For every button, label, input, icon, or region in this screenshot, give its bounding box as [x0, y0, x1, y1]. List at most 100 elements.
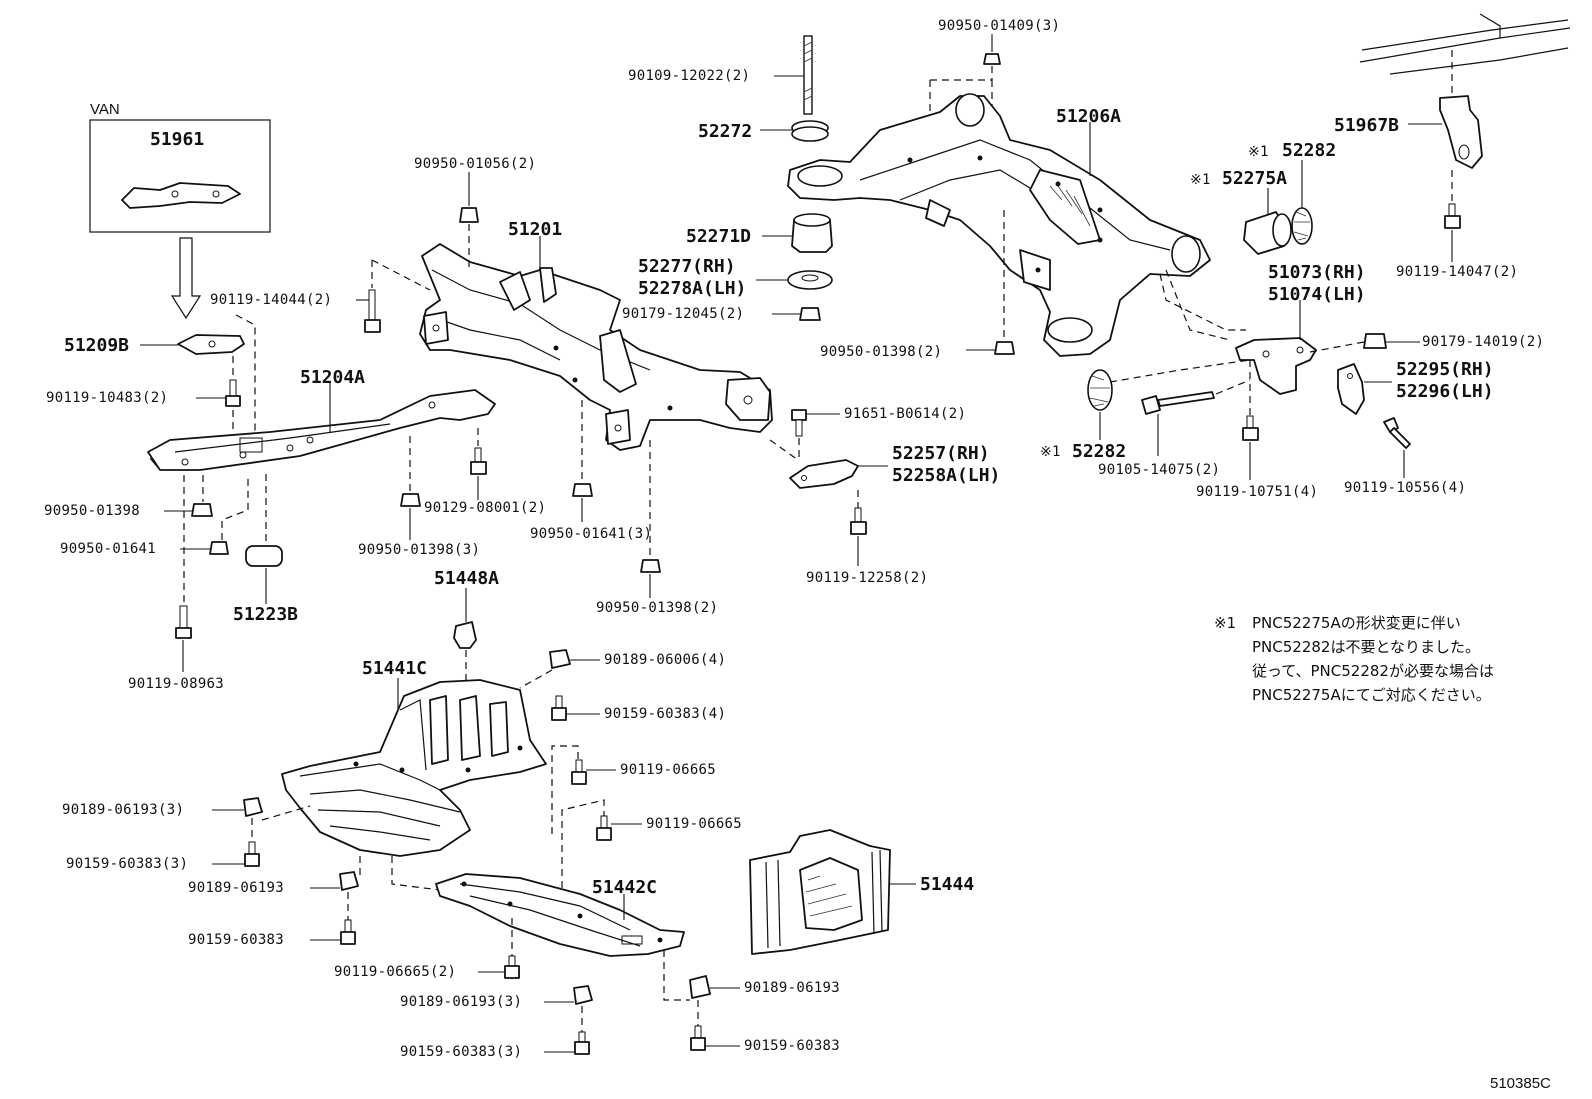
nut-90950-01398-a: 90950-01398: [44, 503, 213, 519]
ref-mark-52282-top: ※1: [1248, 144, 1269, 160]
part-52282-bot: ※1 52282: [1040, 359, 1251, 462]
van-label: VAN: [90, 101, 120, 118]
nut-90950-01641-3: 90950-01641(3): [530, 400, 652, 542]
part-52271d-label: 52271D: [686, 226, 751, 247]
van-inset: VAN 51961: [89, 101, 271, 320]
part-51073-51074: 51073(RH) 51074(LH): [1159, 262, 1366, 395]
screw-90159-60383-a-label: 90159-60383: [188, 932, 284, 948]
part-51201: 51201: [419, 219, 773, 451]
part-51223b-label: 51223B: [233, 604, 298, 625]
clip-90189-06193-3a-label: 90189-06193(3): [62, 802, 184, 818]
screw-90159-60383-4: 90159-60383(4): [551, 695, 726, 722]
part-51441c: 51441C: [281, 658, 547, 857]
bolt-90129-08001: 90129-08001(2): [424, 428, 546, 516]
note-line-4: PNC52275Aにてご対応ください。: [1252, 686, 1491, 704]
note-line-2: PNC52282は不要となりました。: [1252, 638, 1480, 656]
bolt-90119-12258-label: 90119-12258(2): [806, 570, 928, 586]
part-51961-label: 51961: [150, 129, 204, 150]
part-52278a-label: 52278A(LH): [638, 278, 746, 299]
part-51204a-label: 51204A: [300, 367, 365, 388]
part-52272: 52272: [698, 120, 829, 142]
part-52277-label: 52277(RH): [638, 256, 736, 277]
part-51209b: 51209B: [64, 334, 245, 356]
nut-90950-01398-2b: 90950-01398(2): [596, 440, 718, 616]
nut-90950-01641-a-label: 90950-01641: [60, 541, 156, 557]
bolt-90119-10751: 90119-10751(4): [1196, 360, 1318, 500]
nut-90950-01641-a: 90950-01641: [60, 541, 229, 557]
screw-90159-60383-3a: 90159-60383(3): [66, 818, 260, 872]
part-51448a-label: 51448A: [434, 568, 499, 589]
part-52272-label: 52272: [698, 121, 752, 142]
clip-90189-06193-3b-label: 90189-06193(3): [400, 994, 522, 1010]
part-52275a-label: 52275A: [1222, 168, 1287, 189]
bolt-90119-06665-b: 90119-06665: [561, 799, 742, 900]
nut-90179-12045-label: 90179-12045(2): [622, 306, 744, 322]
part-51223b: 51223B: [233, 545, 298, 625]
nut-90950-01398-3: 90950-01398(3): [358, 436, 480, 558]
part-51204a: 51204A: [147, 367, 496, 471]
bolt-90119-14047-label: 90119-14047(2): [1396, 264, 1518, 280]
bolt-90119-12258: 90119-12258(2): [806, 490, 928, 586]
ref-mark-52275a: ※1: [1190, 172, 1211, 188]
screw-90159-60383-4-label: 90159-60383(4): [604, 706, 726, 722]
screw-90159-60383-a: 90159-60383: [188, 892, 356, 948]
note-marker: ※1: [1214, 614, 1236, 632]
bolt-90105-14075: 90105-14075(2): [1098, 379, 1251, 478]
screw-90159-60383-3b-label: 90159-60383(3): [400, 1044, 522, 1060]
part-51206a-label: 51206A: [1056, 106, 1121, 127]
part-51209b-label: 51209B: [64, 335, 129, 356]
part-52296-label: 52296(LH): [1396, 381, 1494, 402]
screw-90159-60383-3b: 90159-60383(3): [400, 1006, 590, 1060]
part-51967b-label: 51967B: [1334, 115, 1399, 136]
nut-90950-01398-a-label: 90950-01398: [44, 503, 140, 519]
clip-90189-06193-b-label: 90189-06193: [744, 980, 840, 996]
clip-90189-06193-b: 90189-06193: [663, 950, 840, 1001]
bolt-90119-10556: 90119-10556(4): [1344, 417, 1466, 496]
note-block: ※1 PNC52275Aの形状変更に伴い PNC52282は不要となりました。 …: [1214, 614, 1494, 704]
part-52282-top-label: 52282: [1282, 140, 1336, 161]
clip-90189-06193-3a: 90189-06193(3): [62, 797, 311, 821]
part-52257-52258a: 52257(RH) 52258A(LH): [789, 443, 1000, 489]
part-51448a: 51448A: [434, 568, 499, 700]
part-51201-label: 51201: [508, 219, 562, 240]
part-51444: 51444: [749, 829, 974, 955]
bolt-90119-06665-2-label: 90119-06665(2): [334, 964, 456, 980]
part-51442c-label: 51442C: [592, 877, 657, 898]
part-52271d: 52271D: [686, 213, 833, 253]
bolt-90119-08963-label: 90119-08963: [128, 676, 224, 692]
part-51442c: 51442C: [391, 856, 685, 957]
part-52295-52296: 52295(RH) 52296(LH): [1337, 359, 1494, 415]
bolt-90119-14047: 90119-14047(2): [1396, 170, 1518, 280]
bolt-90105-14075-label: 90105-14075(2): [1098, 462, 1220, 478]
part-51073-label: 51073(RH): [1268, 262, 1366, 283]
nut-90950-01398-2c: 90950-01398(2): [820, 210, 1015, 360]
part-51967b: 51967B: [1334, 13, 1571, 169]
part-51074-label: 51074(LH): [1268, 284, 1366, 305]
bolt-90119-14044: 90119-14044(2): [210, 259, 431, 333]
screw-90159-60383-b-label: 90159-60383: [744, 1038, 840, 1054]
ref-mark-52282-bot: ※1: [1040, 444, 1061, 460]
nut-90950-01398-2b-label: 90950-01398(2): [596, 600, 718, 616]
bolt-90119-10483-label: 90119-10483(2): [46, 390, 168, 406]
part-52275a: ※1 52275A: [1190, 168, 1292, 255]
bolt-90119-06665-a: 90119-06665: [551, 745, 716, 834]
nut-90950-01409-label: 90950-01409(3): [938, 18, 1060, 34]
nut-90950-01398-2c-label: 90950-01398(2): [820, 344, 942, 360]
nut-90179-12045: 90179-12045(2): [622, 306, 821, 322]
clip-90189-06193-3b: 90189-06193(3): [400, 985, 593, 1010]
bolt-90119-06665-2: 90119-06665(2): [334, 918, 520, 980]
bolt-90119-10483: 90119-10483(2): [46, 379, 241, 407]
bolt-90129-08001-label: 90129-08001(2): [424, 500, 546, 516]
part-51206a: 51206A: [787, 93, 1211, 357]
bolt-90119-10751-label: 90119-10751(4): [1196, 484, 1318, 500]
bolt-90119-14044-label: 90119-14044(2): [210, 292, 332, 308]
bolt-91651-b0614-label: 91651-B0614(2): [844, 406, 966, 422]
part-52282-bot-label: 52282: [1072, 441, 1126, 462]
part-52257-label: 52257(RH): [892, 443, 990, 464]
part-51444-label: 51444: [920, 874, 974, 895]
note-line-3: 従って、PNC52282が必要な場合は: [1252, 662, 1494, 680]
part-52277-52278a: 52277(RH) 52278A(LH): [638, 256, 833, 299]
nut-90950-01398-3-label: 90950-01398(3): [358, 542, 480, 558]
diagram-code: 510385C: [1490, 1075, 1551, 1092]
bolt-90119-08963: 90119-08963: [128, 605, 224, 692]
